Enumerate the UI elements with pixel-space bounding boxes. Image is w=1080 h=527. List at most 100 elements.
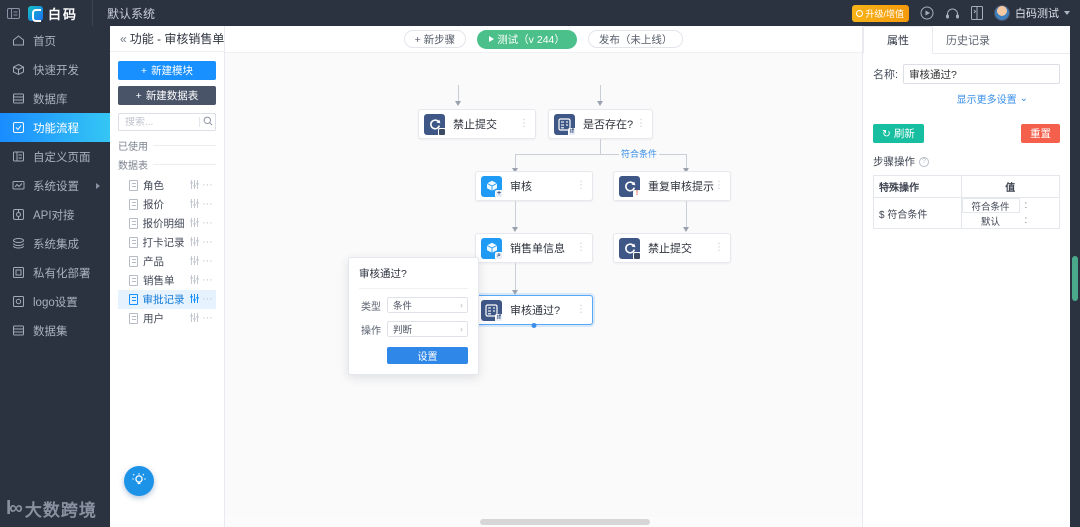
canvas-horizontal-scrollbar[interactable] — [225, 517, 862, 527]
reset-button[interactable]: 重置 — [1021, 124, 1060, 143]
tree-item-approval-record[interactable]: 审批记录 ⋯ — [118, 290, 216, 309]
add-step-button[interactable]: + 新步骤 — [403, 30, 467, 48]
book-icon[interactable] — [971, 6, 983, 20]
sidebar-item-system-settings[interactable]: 系统设置 — [0, 171, 110, 200]
value-line-1[interactable]: 符合条件 : — [961, 198, 1059, 213]
more-icon[interactable]: ⋯ — [202, 294, 213, 305]
sliders-icon[interactable] — [189, 236, 199, 249]
tree-panel-body: + 新建模块 + 新建数据表 已使用 数据表 — [110, 52, 224, 328]
forbid-submit-icon — [619, 237, 641, 260]
menu-collapse-icon[interactable] — [0, 0, 26, 26]
tree-item-actions: ⋯ — [189, 217, 214, 230]
flow-node-forbid-submit-1[interactable]: 禁止提交 ⋮ — [418, 109, 536, 139]
user-menu[interactable]: 白码测试 — [994, 5, 1070, 21]
more-icon[interactable]: ⋯ — [202, 199, 213, 210]
name-field-input[interactable]: 审核通过? — [903, 64, 1060, 84]
node-anchor-handle[interactable] — [531, 322, 537, 328]
flow-node-review[interactable]: + 审核 ⋮ — [475, 171, 593, 201]
popup-submit-button[interactable]: 设置 — [387, 347, 468, 364]
node-menu-icon[interactable]: ⋮ — [576, 242, 586, 253]
tree-item-role[interactable]: 角色 ⋯ — [118, 176, 216, 195]
more-icon[interactable]: ⋯ — [202, 256, 213, 267]
tree-item-checkin[interactable]: 打卡记录 ⋯ — [118, 233, 216, 252]
sidebar-item-api[interactable]: API对接 — [0, 200, 110, 229]
tree-item-user[interactable]: 用户 ⋯ — [118, 309, 216, 328]
name-field-row: 名称: 审核通过? — [873, 64, 1060, 84]
node-menu-icon[interactable]: ⋮ — [714, 242, 724, 253]
headset-icon[interactable] — [945, 7, 960, 20]
edge-arrow-icon — [511, 227, 518, 232]
more-icon[interactable]: ⋯ — [202, 218, 213, 229]
sidebar-item-database[interactable]: 数据库 — [0, 84, 110, 113]
more-icon[interactable]: ⋯ — [202, 237, 213, 248]
node-menu-icon[interactable]: ⋮ — [519, 118, 529, 129]
app-vertical-scrollbar[interactable] — [1070, 26, 1080, 527]
tree-item-quote-detail[interactable]: 报价明细 ⋯ — [118, 214, 216, 233]
new-module-button[interactable]: + 新建模块 — [118, 61, 216, 80]
sliders-icon[interactable] — [189, 293, 199, 306]
search-icon[interactable] — [203, 115, 213, 129]
flow-node-review-passed-condition[interactable]: if 审核通过? ⋮ — [475, 295, 593, 328]
popup-type-select[interactable]: 条件 › — [387, 297, 468, 313]
edge — [515, 154, 516, 171]
flow-node-forbid-submit-2[interactable]: 禁止提交 ⋮ — [613, 233, 731, 263]
tab-history[interactable]: 历史记录 — [933, 26, 1003, 53]
table-head: 特殊操作 值 — [873, 175, 1061, 198]
cell-operation: $ 符合条件 — [873, 197, 962, 229]
search-input[interactable] — [125, 116, 197, 128]
upgrade-badge[interactable]: 升级/增值 — [852, 4, 909, 22]
play-circle-icon[interactable] — [920, 6, 934, 20]
help-lightbulb-button[interactable] — [124, 466, 154, 496]
help-icon[interactable]: ? — [919, 156, 929, 167]
value-line-2[interactable]: 默认 : — [962, 213, 1059, 228]
node-menu-icon[interactable]: ⋮ — [636, 118, 646, 129]
flow-node-exists-condition[interactable]: if 是否存在? ⋮ — [548, 109, 653, 139]
sidebar-item-dataset[interactable]: 数据集 — [0, 316, 110, 345]
sliders-icon[interactable] — [189, 198, 199, 211]
sidebar-item-home[interactable]: 首页 — [0, 26, 110, 55]
properties-tabs: 属性 历史记录 — [863, 26, 1070, 54]
sliders-icon[interactable] — [189, 179, 199, 192]
more-icon[interactable]: ⋯ — [202, 180, 213, 191]
brand-logo[interactable]: 白码 — [26, 4, 78, 23]
name-field-value: 审核通过? — [909, 68, 957, 81]
sidebar-item-logo-settings[interactable]: logo设置 — [0, 287, 110, 316]
sidebar-item-private-deploy[interactable]: 私有化部署 — [0, 258, 110, 287]
node-menu-icon[interactable]: ⋮ — [576, 304, 586, 315]
table-row[interactable]: $ 符合条件 符合条件 : 默认 : — [873, 197, 1061, 229]
test-button[interactable]: 测试（v 244） — [477, 29, 577, 49]
double-chevron-left-icon[interactable]: « — [120, 31, 127, 46]
refresh-button[interactable]: ↻ 刷新 — [873, 124, 924, 143]
publish-button[interactable]: 发布（未上线） — [587, 30, 684, 48]
node-menu-icon[interactable]: ⋮ — [714, 180, 724, 191]
show-more-settings-link[interactable]: 显示更多设置 ⌄ — [873, 91, 1060, 106]
warning-prompt-icon: ! — [619, 175, 641, 198]
sliders-icon[interactable] — [189, 217, 199, 230]
tree-item-actions: ⋯ — [189, 312, 214, 325]
tree-item-sales-order[interactable]: 销售单 ⋯ — [118, 271, 216, 290]
sidebar-item-custom-page[interactable]: 自定义页面 — [0, 142, 110, 171]
tree-item-quote[interactable]: 报价 ⋯ — [118, 195, 216, 214]
scrollbar-thumb[interactable] — [1072, 256, 1078, 301]
sliders-icon[interactable] — [189, 274, 199, 287]
sidebar-item-quick-dev[interactable]: 快速开发 — [0, 55, 110, 84]
node-menu-icon[interactable]: ⋮ — [576, 180, 586, 191]
more-icon[interactable]: ⋯ — [202, 275, 213, 286]
sliders-icon[interactable] — [189, 312, 199, 325]
search-box[interactable] — [118, 113, 216, 131]
popup-action-select[interactable]: 判断 › — [387, 321, 468, 337]
edge-arrow-icon — [682, 168, 689, 173]
scrollbar-thumb[interactable] — [480, 519, 650, 525]
sidebar-item-integration[interactable]: 系统集成 — [0, 229, 110, 258]
node-config-popup: 审核通过? 类型 条件 › 操作 判断 › — [348, 257, 479, 375]
sliders-icon[interactable] — [189, 255, 199, 268]
new-table-button[interactable]: + 新建数据表 — [118, 86, 216, 105]
tree-item-actions: ⋯ — [189, 274, 214, 287]
flow-node-duplicate-review-prompt[interactable]: ! 重复审核提示 ⋮ — [613, 171, 731, 201]
flow-node-sales-order-info[interactable]: ⌕ 销售单信息 ⋮ — [475, 233, 593, 263]
sidebar-item-flow[interactable]: 功能流程 — [0, 113, 110, 142]
tree-item-product[interactable]: 产品 ⋯ — [118, 252, 216, 271]
tab-properties[interactable]: 属性 — [863, 26, 933, 54]
flow-canvas[interactable]: 禁止提交 ⋮ if 是否存在? ⋮ — [225, 53, 862, 527]
more-icon[interactable]: ⋯ — [202, 313, 213, 324]
